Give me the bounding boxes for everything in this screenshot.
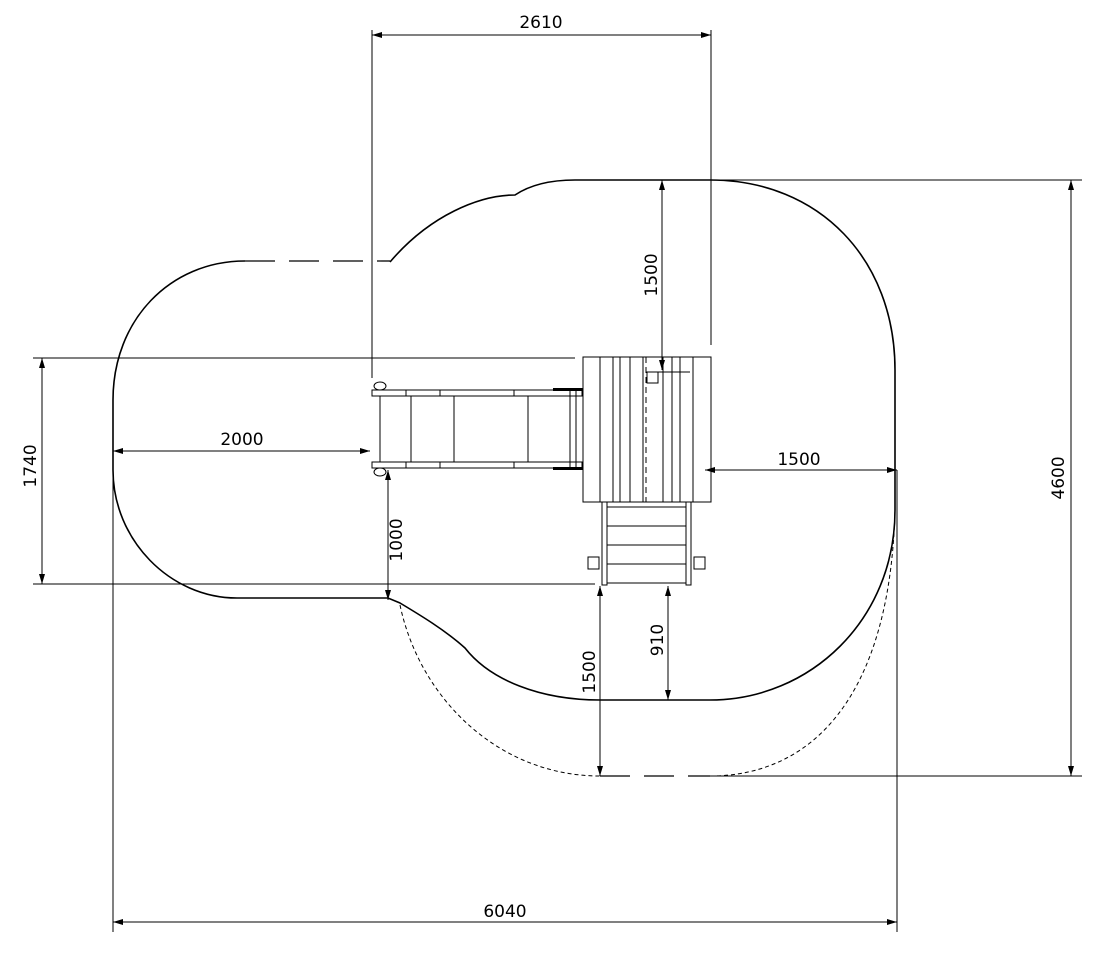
- dim-slide-offset: 1000: [387, 518, 407, 561]
- dim-total-height: 4600: [1049, 456, 1069, 499]
- dim-right-clearance: 1500: [777, 450, 820, 470]
- slide-handle-top: [553, 388, 583, 391]
- dim-bottom-clearance: 1500: [580, 650, 600, 693]
- dim-left-clearance: 2000: [220, 430, 263, 450]
- ladder: [587, 501, 706, 586]
- slide-handle-bottom: [553, 467, 583, 470]
- dim-top-width: 2610: [519, 13, 562, 33]
- dim-top-clearance: 1500: [642, 253, 662, 296]
- safety-zone-outline: [112, 179, 896, 701]
- slide: [371, 381, 583, 477]
- dim-ladder-length: 910: [648, 624, 668, 656]
- dim-total-width: 6040: [483, 902, 526, 922]
- safety-zone-dashed-right-arc: [709, 509, 896, 777]
- platform-deck: [582, 356, 712, 503]
- extension-lines: [33, 30, 1082, 932]
- dim-left-height: 1740: [21, 444, 41, 487]
- safety-zone-dashed-bottom-arc: [399, 604, 601, 777]
